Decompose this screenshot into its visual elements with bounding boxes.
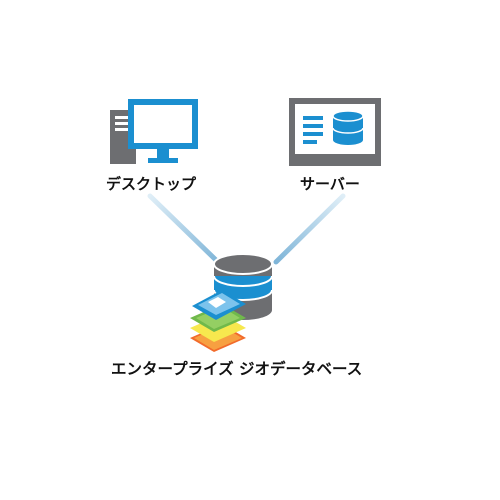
server-icon: [289, 98, 381, 166]
geodatabase-label: エンタープライズ ジオデータベース: [111, 360, 363, 378]
connector-desktop-db: [147, 193, 221, 265]
geodatabase-icon: [190, 253, 273, 352]
desktop-label: デスクトップ: [106, 175, 197, 193]
map-layers-icon: [190, 290, 246, 352]
server-label: サーバー: [300, 175, 360, 193]
desktop-computer-icon: [110, 99, 198, 164]
connector-server-db: [273, 193, 346, 265]
